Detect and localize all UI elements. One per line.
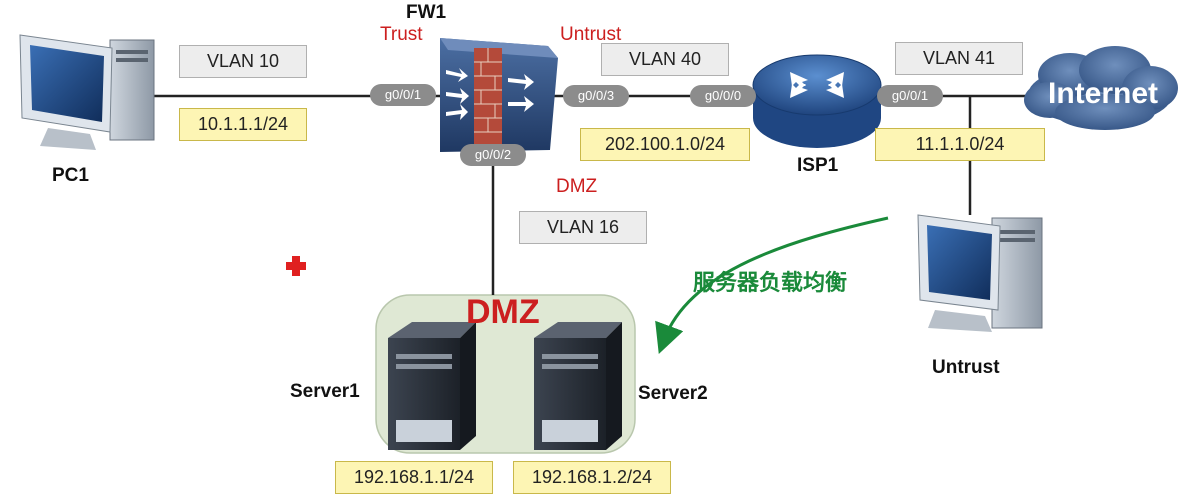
isp1-port-g000: g0/0/0 (690, 85, 756, 107)
untrust-zone-label: Untrust (560, 24, 622, 45)
red-cross-icon (286, 256, 306, 276)
vlan10-box: VLAN 10 (179, 45, 307, 78)
fw1-port-g001: g0/0/1 (370, 84, 436, 106)
server1-icon (388, 322, 476, 450)
isp1-port-g001: g0/0/1 (877, 85, 943, 107)
fw1-port-g003: g0/0/3 (563, 85, 629, 107)
dmz-zone-small-label: DMZ (556, 176, 598, 197)
load-balance-annotation: 服务器负载均衡 (693, 271, 848, 296)
fw1-label: FW1 (406, 2, 447, 23)
vlan41-box: VLAN 41 (895, 42, 1023, 75)
vlan16-box: VLAN 16 (519, 211, 647, 244)
isp-untrust-subnet-box: 11.1.1.0/24 (875, 128, 1045, 161)
server1-label: Server1 (290, 381, 360, 402)
vlan40-box: VLAN 40 (601, 43, 729, 76)
load-balance-arrow (655, 216, 889, 355)
untrust-host-label: Untrust (932, 357, 1000, 378)
dmz-zone-title: DMZ (466, 293, 540, 331)
server2-icon (534, 322, 622, 450)
server2-label: Server2 (638, 383, 708, 404)
firewall-icon (440, 38, 558, 152)
pc1-icon (19, 34, 155, 150)
isp1-label: ISP1 (797, 155, 839, 176)
fw-isp-subnet-box: 202.100.1.0/24 (580, 128, 750, 161)
server1-ip-box: 192.168.1.1/24 (335, 461, 493, 494)
server2-ip-box: 192.168.1.2/24 (513, 461, 671, 494)
pc-subnet-box: 10.1.1.1/24 (179, 108, 307, 141)
untrust-pc-icon (917, 214, 1043, 332)
fw1-port-g002: g0/0/2 (460, 144, 526, 166)
internet-cloud-icon (1024, 46, 1178, 130)
router-icon (752, 54, 882, 148)
pc1-label: PC1 (52, 165, 89, 186)
trust-zone-label: Trust (380, 24, 423, 45)
internet-label: Internet (1048, 77, 1158, 110)
